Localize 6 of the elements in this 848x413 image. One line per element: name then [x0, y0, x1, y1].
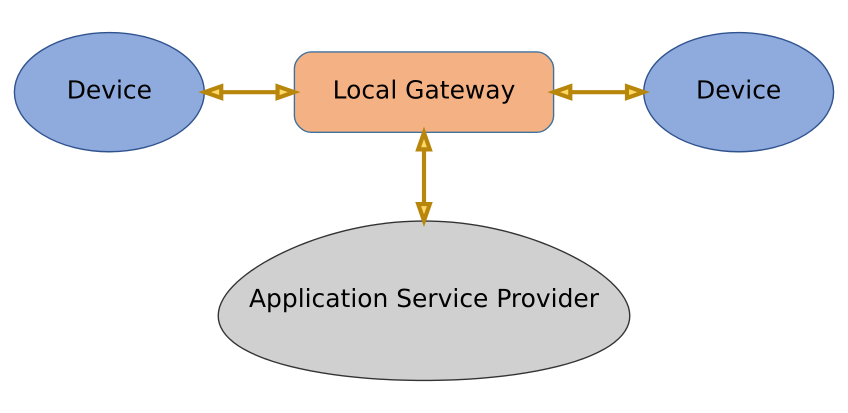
node-box: Local Gateway	[294, 51, 554, 134]
arrow	[415, 126, 433, 227]
arrow	[198, 83, 300, 101]
node-ellipse: Device	[14, 32, 205, 152]
node-ellipse: Device	[643, 32, 834, 152]
arrow	[547, 83, 650, 101]
